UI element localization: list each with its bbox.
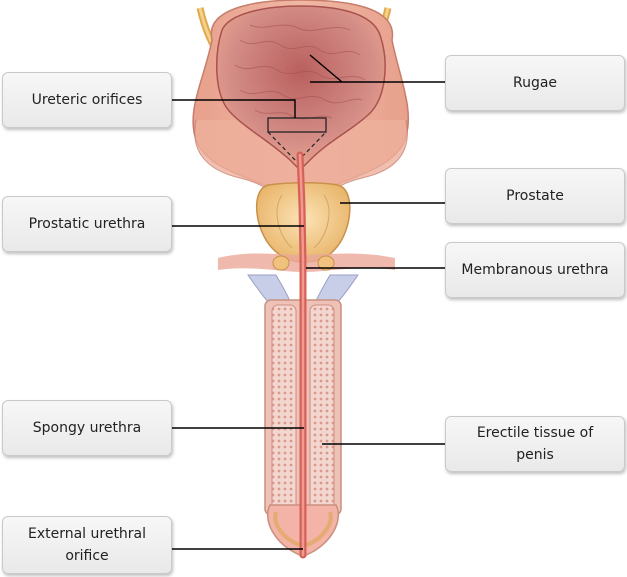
- label-external-urethral-orifice: External urethral orifice: [2, 516, 172, 574]
- label-spongy-urethra: Spongy urethra: [2, 400, 172, 456]
- label-rugae-text: Rugae: [512, 75, 558, 91]
- label-rugae: Rugae: [445, 55, 625, 111]
- label-ureteric-orifices-text: Ureteric orifices: [31, 92, 143, 108]
- label-membranous-urethra: Membranous urethra: [445, 242, 625, 298]
- trigone: [267, 117, 327, 163]
- label-prostatic-urethra: Prostatic urethra: [2, 196, 172, 252]
- label-erectile-tissue-text: Erectile tissue of penis: [476, 425, 594, 463]
- bladder-cavity: [216, 5, 386, 172]
- label-erectile-tissue: Erectile tissue of penis: [445, 416, 625, 472]
- label-prostate-text: Prostate: [506, 188, 564, 204]
- corpus-cavernosum-right: [309, 304, 335, 511]
- rugae-folds: [234, 24, 366, 120]
- label-prostate: Prostate: [445, 168, 625, 224]
- label-spongy-urethra-text: Spongy urethra: [32, 420, 142, 436]
- leader-lines: [172, 54, 445, 550]
- label-ureteric-orifices: Ureteric orifices: [2, 72, 172, 128]
- urogenital-diaphragm: [218, 253, 395, 272]
- corpus-cavernosum-left: [271, 304, 297, 511]
- label-prostatic-urethra-text: Prostatic urethra: [28, 216, 146, 232]
- label-external-urethral-orifice-text: External urethral orifice: [27, 526, 147, 564]
- leader-rugae-arrow: [309, 54, 343, 83]
- label-membranous-urethra-text: Membranous urethra: [461, 262, 609, 278]
- leader-ureteric-orifices: [172, 99, 296, 118]
